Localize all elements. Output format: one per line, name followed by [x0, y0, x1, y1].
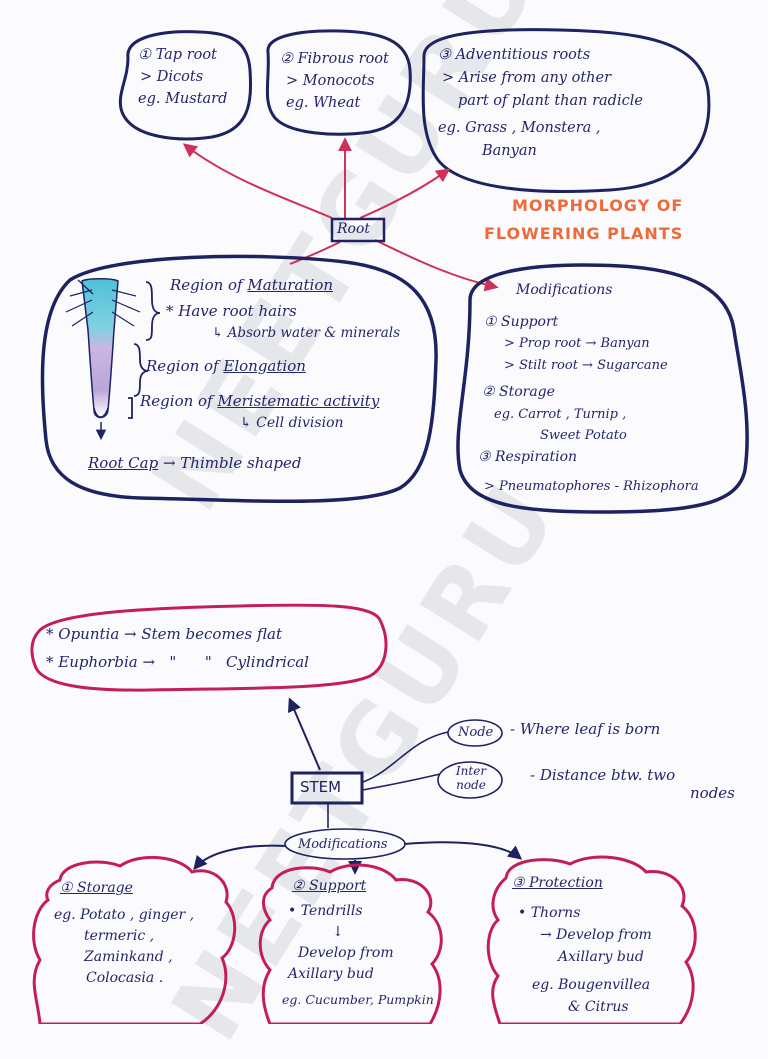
region-elongation: Region of Elongation [146, 357, 306, 375]
stem-support-line3: Axillary bud [288, 966, 374, 982]
stem-storage-heading-text: ① Storage [60, 880, 133, 896]
adventitious-line3: eg. Grass , Monstera , [438, 120, 601, 136]
opuntia-line: * Opuntia → Stem becomes flat [46, 625, 282, 643]
adventitious-line2: part of plant than radicle [458, 93, 643, 109]
root-hairs: * Have root hairs [166, 302, 297, 320]
cell-division: ↳ Cell division [240, 415, 344, 431]
internode-desc: - Distance btw. two [530, 766, 676, 784]
stem-top-bubble [30, 603, 388, 692]
tap-root-heading: ① Tap root [138, 47, 217, 63]
diagram-shapes [30, 28, 749, 1024]
root-cap-desc: → Thimble shaped [162, 454, 302, 472]
stem-support-line4: eg. Cucumber, Pumpkin [282, 992, 434, 1007]
region-maturation-prefix: Region of [170, 276, 248, 294]
protection-cloud [486, 855, 697, 1024]
region-maturation-word: Maturation [247, 276, 334, 294]
root-modifications-text: Modifications ① Support > Prop root → Ba… [476, 280, 699, 498]
support-cloud [258, 863, 443, 1024]
stem-protection-heading-text: ③ Protection [512, 875, 603, 891]
root-regions-bubble [40, 254, 438, 504]
internode-label: Inter node [455, 764, 487, 792]
adventitious-heading: ③ Adventitious roots [438, 47, 591, 63]
stem-modifications-label: Modifications [298, 837, 388, 852]
root-mod-storage-eg: eg. Carrot , Turnip , [494, 406, 627, 422]
tap-root-bubble [118, 30, 252, 141]
stem-protection-line4: eg. Bougenvillea [532, 977, 651, 993]
adventitious-line4: Banyan [482, 143, 537, 159]
node-label: Node [458, 725, 494, 740]
root-tip-drawing [81, 278, 119, 419]
fibrous-root-line1: > Monocots [286, 73, 375, 89]
node-oval [447, 719, 503, 747]
fibrous-root-heading: ② Fibrous root [280, 51, 389, 67]
tap-root-line2: eg. Mustard [138, 91, 228, 107]
fibrous-root-bubble [265, 29, 412, 136]
stem-protection-line2: → Develop from [540, 927, 652, 943]
stem-label: STEM [300, 778, 342, 796]
fibrous-root-line2: eg. Wheat [286, 95, 361, 111]
tap-root-text: ① Tap root > Dicots eg. Mustard [138, 44, 227, 110]
stem-protection-line5: & Citrus [568, 999, 629, 1015]
stem-protection-text: ③ Protection • Thorns → Develop from Axi… [512, 872, 652, 1018]
stem-storage-text: ① Storage eg. Potato , ginger , termeric… [54, 878, 194, 989]
stem-support-heading-text: ② Support [292, 878, 367, 894]
root-label-box [330, 217, 386, 243]
root-modifications-bubble [456, 263, 749, 514]
absorb-water: ↳ Absorb water & minerals [212, 325, 401, 341]
root-mod-prop: > Prop root → Banyan [504, 336, 650, 351]
stem-storage-heading: ① Storage [54, 878, 194, 899]
root-mod-pneumato: > Pneumatophores - Rhizophora [484, 479, 699, 494]
region-meristematic-word: Meristematic activity [217, 392, 380, 410]
stem-top-text: * Opuntia → Stem becomes flat * Euphorbi… [46, 620, 309, 676]
region-meristematic-prefix: Region of [140, 392, 218, 410]
root-label: Root [337, 221, 371, 237]
root-mod-stilt: > Stilt root → Sugarcane [504, 357, 668, 373]
adventitious-text: ③ Adventitious roots > Arise from any ot… [438, 44, 643, 163]
tap-root-line1: > Dicots [140, 69, 204, 85]
stem-storage-line1: eg. Potato , ginger , [54, 907, 195, 923]
stem-storage-line4: Colocasia . [86, 970, 164, 986]
internode-desc2: nodes [690, 784, 735, 802]
region-maturation: Region of Maturation [170, 276, 333, 294]
root-mod-heading: Modifications [516, 282, 613, 298]
stem-protection-heading: ③ Protection [512, 872, 652, 894]
stem-label-box [290, 771, 364, 805]
stem-protection-line1: • Thorns [518, 905, 581, 921]
page-subtitle: FLOWERING PLANTS [484, 224, 684, 243]
adventitious-line1: > Arise from any other [442, 70, 612, 86]
stem-protection-line3: Axillary bud [558, 949, 644, 965]
fibrous-root-text: ② Fibrous root > Monocots eg. Wheat [280, 48, 389, 114]
internode-oval [437, 761, 503, 799]
stem-support-heading: ② Support [282, 876, 434, 897]
adventitious-bubble [421, 28, 711, 193]
stem-support-text: ② Support • Tendrills ↓ Develop from Axi… [282, 876, 434, 1010]
node-desc: - Where leaf is born [510, 720, 661, 738]
stem-support-arrow: ↓ [332, 924, 344, 940]
stem-support-line2: Develop from [298, 945, 394, 961]
region-meristematic: Region of Meristematic activity [140, 392, 379, 410]
root-cap: Root Cap → Thimble shaped [88, 454, 301, 472]
stem-storage-line2: termeric , [84, 928, 155, 944]
root-cap-label: Root Cap [88, 454, 159, 472]
euphorbia-line: * Euphorbia → " " Cylindrical [46, 653, 309, 671]
stem-storage-line3: Zaminkand , [84, 949, 173, 965]
root-mod-storage-eg2: Sweet Potato [540, 428, 627, 443]
region-elongation-prefix: Region of [146, 357, 224, 375]
root-mod-respiration: ③ Respiration [478, 448, 578, 465]
region-elongation-word: Elongation [223, 357, 306, 375]
storage-cloud [32, 855, 237, 1024]
root-mod-support: ① Support [484, 313, 559, 330]
root-mod-storage: ② Storage [482, 384, 555, 400]
stem-support-line1: • Tendrills [288, 903, 363, 919]
page-title: MORPHOLOGY OF [512, 196, 684, 215]
